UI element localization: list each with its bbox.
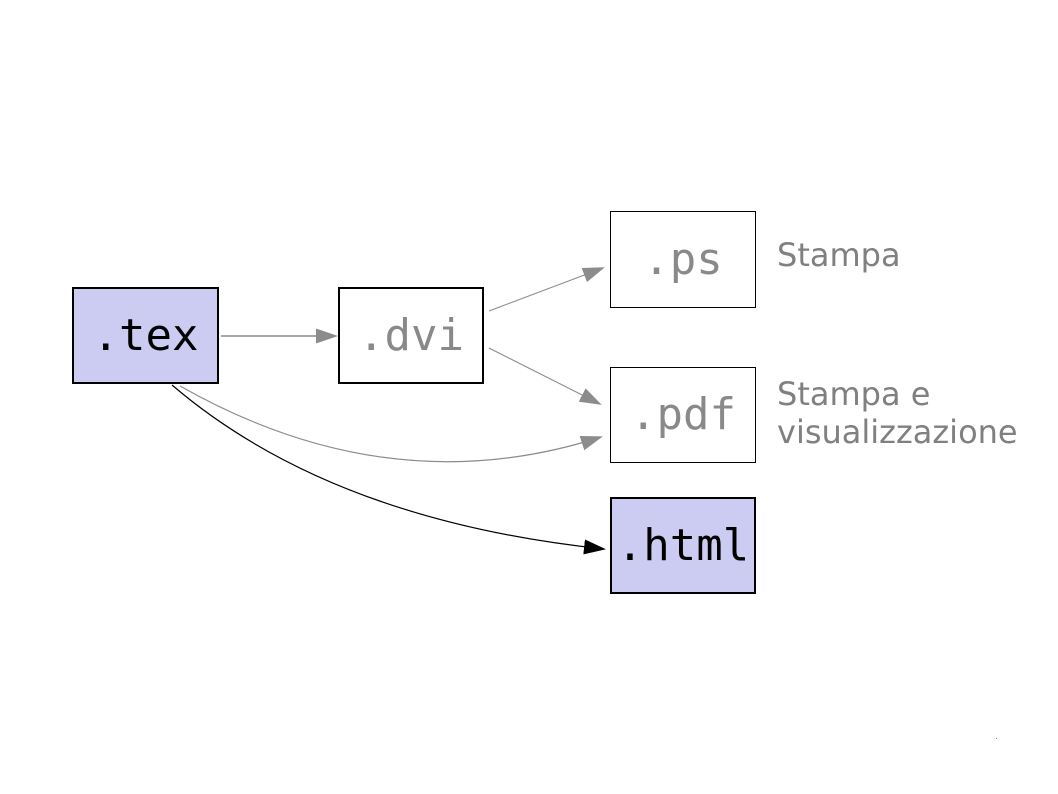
node-dvi-label: .dvi	[358, 309, 464, 361]
node-html: .html	[610, 497, 756, 594]
node-tex-label: .tex	[92, 309, 199, 361]
edge-dvi-to-pdf	[488, 347, 602, 405]
node-html-label: .html	[616, 519, 750, 571]
corner-mark: .	[995, 732, 998, 742]
node-pdf-label: .pdf	[630, 389, 736, 440]
annotation-stampa-e-visualizzazione: Stampa e visualizzazione	[777, 375, 1018, 451]
edge-dvi-to-ps	[488, 267, 605, 312]
node-tex: .tex	[72, 287, 219, 384]
edge-tex-to-pdf-curved	[179, 385, 603, 463]
node-ps-label: .ps	[643, 233, 723, 285]
node-dvi: .dvi	[338, 287, 484, 384]
edge-tex-to-html-curved	[171, 384, 606, 555]
annotation-line-1: Stampa e	[777, 375, 931, 413]
node-ps: .ps	[610, 211, 756, 308]
node-pdf: .pdf	[610, 367, 756, 463]
annotation-line-2: visualizzazione	[777, 413, 1018, 451]
annotation-stampa-line: Stampa	[777, 236, 901, 274]
annotation-stampa: Stampa	[777, 236, 901, 274]
